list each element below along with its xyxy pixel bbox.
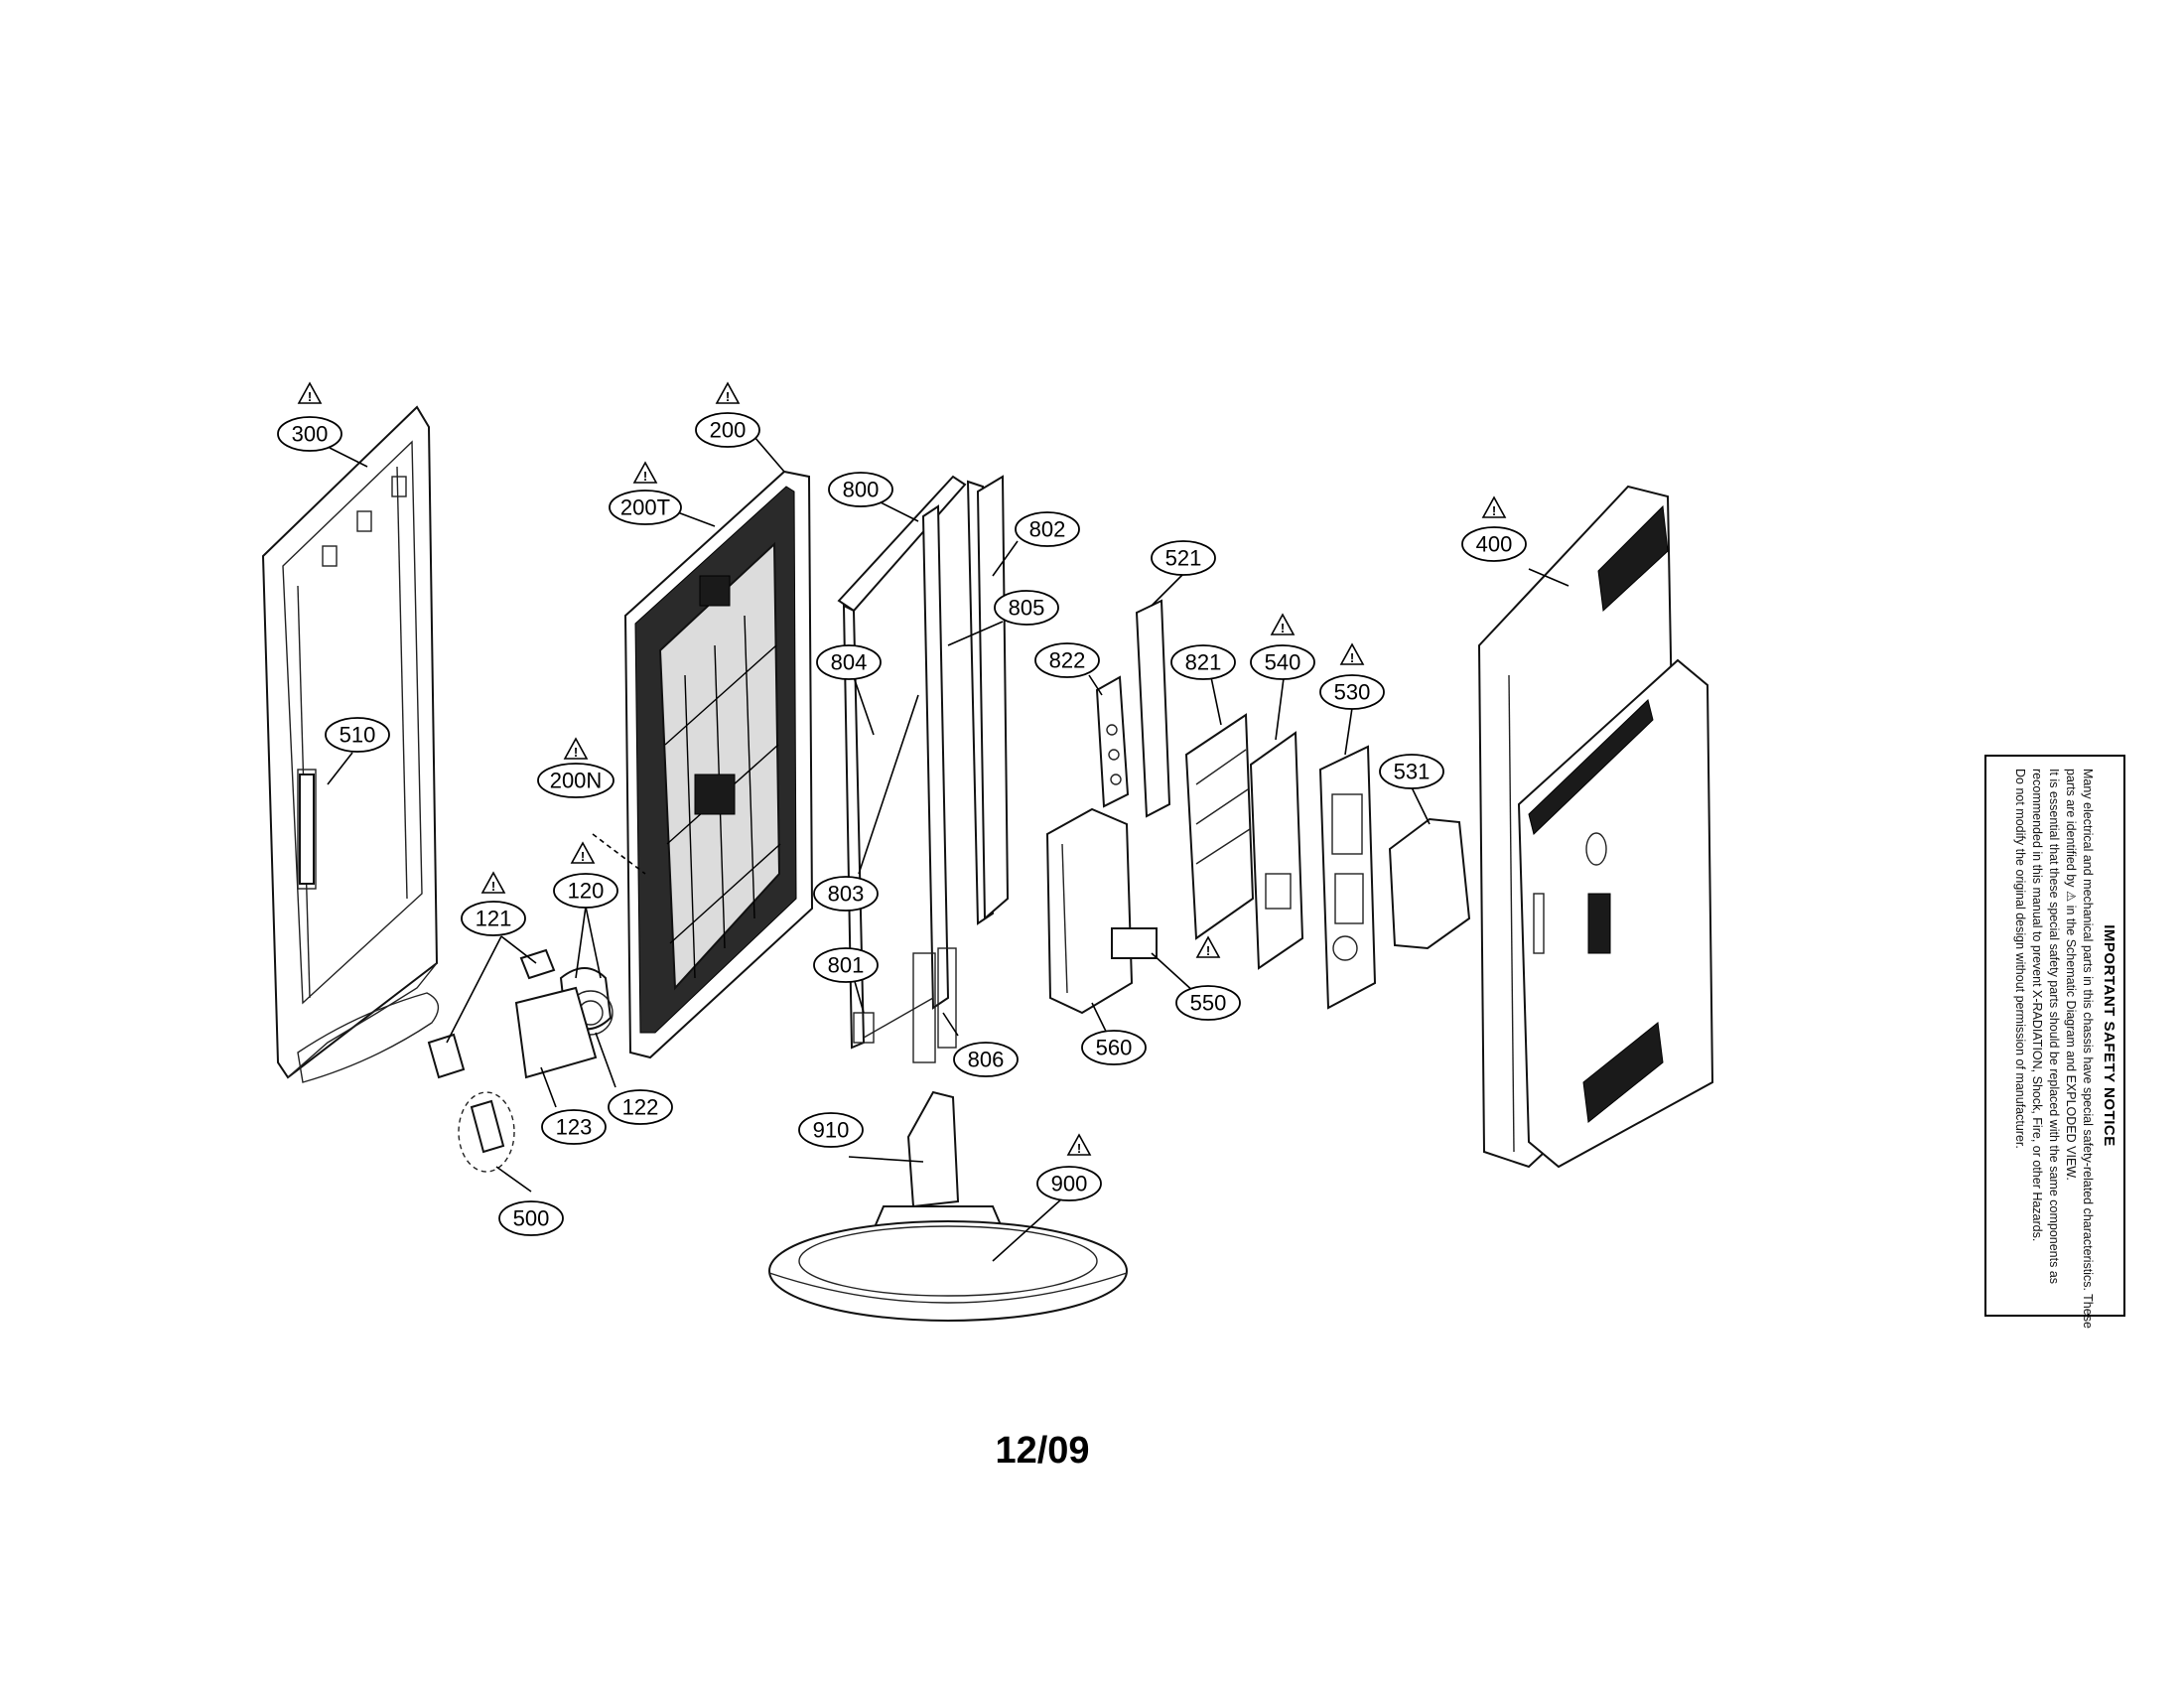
- callout-803[interactable]: 803: [813, 876, 879, 912]
- callout-label: 800: [843, 478, 880, 502]
- safety-notice-line: Many electrical and mechanical parts in …: [2081, 769, 2095, 1329]
- callout-label: 122: [622, 1095, 659, 1120]
- svg-text:!: !: [491, 879, 495, 894]
- callout-806[interactable]: 806: [953, 1042, 1019, 1077]
- callout-121[interactable]: 121: [461, 901, 526, 936]
- warning-icon: !: [480, 871, 506, 894]
- callout-200t[interactable]: 200T: [609, 490, 682, 525]
- callout-400[interactable]: 400: [1461, 526, 1527, 562]
- callout-label: 540: [1265, 650, 1301, 675]
- callout-550[interactable]: 550: [1175, 985, 1241, 1021]
- callout-label: 200N: [550, 769, 603, 793]
- callout-910[interactable]: 910: [798, 1112, 864, 1148]
- warning-icon: !: [715, 381, 741, 404]
- callouts: 300 200 200T 800 802 805 804 803 801 806…: [277, 412, 1527, 1236]
- callout-label: 120: [568, 879, 605, 904]
- callout-123[interactable]: 123: [541, 1109, 607, 1145]
- callout-label: 500: [513, 1206, 550, 1231]
- callout-122[interactable]: 122: [608, 1089, 673, 1125]
- callout-800[interactable]: 800: [828, 472, 893, 507]
- callout-label: 510: [340, 723, 376, 748]
- lcd-module-drawing: [592, 470, 814, 1059]
- warning-icon: !: [1270, 613, 1296, 635]
- svg-text:!: !: [1281, 621, 1285, 635]
- callout-531[interactable]: 531: [1379, 754, 1444, 789]
- callout-label: 560: [1096, 1036, 1133, 1060]
- svg-text:!: !: [1206, 943, 1210, 958]
- callout-label: 200T: [620, 495, 670, 520]
- warning-icon: !: [1339, 642, 1365, 665]
- callout-822[interactable]: 822: [1034, 642, 1100, 678]
- boards-drawing: [1045, 599, 1255, 1015]
- svg-text:!: !: [1350, 650, 1354, 665]
- safety-notice-line: parts are identified by ⚠ in the Schemat…: [2064, 769, 2078, 1181]
- leader-lines: [327, 436, 1570, 1262]
- callout-200n[interactable]: 200N: [537, 763, 614, 798]
- main-power-boards-drawing: [1249, 731, 1471, 1010]
- callout-label: 521: [1165, 546, 1202, 571]
- svg-text:!: !: [726, 389, 730, 404]
- svg-text:!: !: [1492, 503, 1496, 518]
- svg-text:!: !: [308, 389, 312, 404]
- warning-icon: !: [1481, 495, 1507, 518]
- callout-540[interactable]: 540: [1250, 644, 1315, 680]
- callout-label: 822: [1049, 648, 1086, 673]
- callout-804[interactable]: 804: [816, 644, 882, 680]
- callout-label: 123: [556, 1115, 593, 1140]
- svg-text:!: !: [581, 849, 585, 864]
- callout-label: 550: [1190, 991, 1227, 1016]
- callout-530[interactable]: 530: [1319, 674, 1385, 710]
- warning-icon: !: [563, 737, 589, 760]
- callout-300[interactable]: 300: [277, 416, 342, 452]
- stand-drawing: [768, 1090, 1128, 1322]
- callout-900[interactable]: 900: [1036, 1166, 1102, 1201]
- warning-icon: !: [297, 381, 323, 404]
- callout-label: 900: [1051, 1172, 1088, 1196]
- safety-notice-title: IMPORTANT SAFETY NOTICE: [2101, 924, 2117, 1147]
- callout-label: 802: [1029, 517, 1066, 542]
- speaker-parts-drawing: [427, 948, 614, 1173]
- warning-icon: !: [570, 841, 596, 864]
- callout-label: 530: [1334, 680, 1371, 705]
- callout-802[interactable]: 802: [1015, 511, 1080, 547]
- callout-label: 300: [292, 422, 329, 447]
- callout-label: 910: [813, 1118, 850, 1143]
- callout-label: 804: [831, 650, 868, 675]
- safety-notice-line: Do not modify the original design withou…: [2013, 769, 2027, 1149]
- safety-notice-line: recommended in this manual to prevent X-…: [2030, 769, 2044, 1242]
- callout-label: 531: [1394, 760, 1431, 784]
- callout-label: 821: [1185, 650, 1222, 675]
- callout-805[interactable]: 805: [994, 590, 1059, 626]
- key-board-drawing: [299, 774, 315, 885]
- warning-icon: !: [632, 461, 658, 484]
- callout-510[interactable]: 510: [325, 717, 390, 753]
- callout-801[interactable]: 801: [813, 947, 879, 983]
- callout-500[interactable]: 500: [498, 1200, 564, 1236]
- callout-label: 806: [968, 1048, 1005, 1072]
- frame-brackets-drawing: [837, 475, 1010, 1063]
- callout-120[interactable]: 120: [553, 873, 618, 909]
- back-cover-drawing: [1477, 485, 1714, 1169]
- callout-label: 400: [1476, 532, 1513, 557]
- svg-text:!: !: [1077, 1141, 1081, 1156]
- callout-label: 803: [828, 882, 865, 907]
- warning-icon: !: [1066, 1133, 1092, 1156]
- safety-notice-box: IMPORTANT SAFETY NOTICE Many electrical …: [1984, 755, 2125, 1329]
- callout-label: 121: [476, 907, 512, 931]
- safety-notice-line: It is essential that these special safet…: [2047, 769, 2061, 1285]
- callout-821[interactable]: 821: [1170, 644, 1236, 680]
- svg-text:!: !: [643, 469, 647, 484]
- svg-text:!: !: [574, 745, 578, 760]
- warning-icon: !: [1195, 935, 1221, 958]
- callout-200[interactable]: 200: [695, 412, 760, 448]
- page-date: 12/09: [995, 1430, 1090, 1472]
- callout-label: 805: [1009, 596, 1045, 621]
- callout-label: 200: [710, 418, 747, 443]
- callout-label: 801: [828, 953, 865, 978]
- callout-521[interactable]: 521: [1151, 540, 1216, 576]
- callout-560[interactable]: 560: [1081, 1030, 1147, 1065]
- warning-triangles: ! ! ! ! ! ! ! ! ! ! !: [297, 381, 1507, 1156]
